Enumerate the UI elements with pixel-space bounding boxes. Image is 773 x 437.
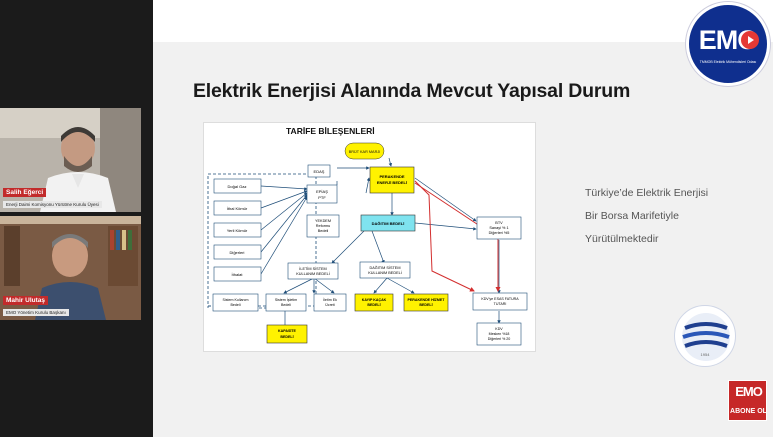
box-kapasite bbox=[266, 324, 308, 344]
box-kayip-kacak bbox=[354, 293, 394, 312]
participant-camera-1: Salih Eğerci Enerji Daimi Komisyonu Yürü… bbox=[0, 108, 141, 212]
svg-text:DAĞITIM SİSTEM: DAĞITIM SİSTEM bbox=[369, 265, 400, 270]
emo-seal-logo bbox=[674, 305, 736, 367]
box-dagitim-bedeli bbox=[360, 214, 416, 232]
svg-text:İthalat: İthalat bbox=[232, 272, 244, 277]
svg-text:Diğerleri % 20: Diğerleri % 20 bbox=[488, 337, 511, 341]
svg-text:PTF: PTF bbox=[318, 195, 326, 200]
box-iletim-ek bbox=[313, 293, 347, 312]
presentation-slide: Elektrik Enerjisi Alanında Mevcut Yapısa… bbox=[153, 0, 773, 437]
diagram-title: TARİFE BİLEŞENLERİ bbox=[286, 126, 375, 136]
svg-text:Bedeli: Bedeli bbox=[281, 303, 291, 307]
svg-text:Reformu: Reformu bbox=[316, 224, 331, 228]
svg-text:BEDELİ: BEDELİ bbox=[367, 303, 380, 307]
subscribe-label: ABONE OL bbox=[730, 408, 767, 415]
svg-text:BRÜT KAR MARJI: BRÜT KAR MARJI bbox=[349, 150, 381, 154]
participant-camera-2: Mahir Ulutaş EMO Yönetim Kurulu Başkanı bbox=[0, 216, 141, 320]
box-iletim-sistem bbox=[287, 262, 339, 280]
box-perakende-enerji bbox=[369, 166, 415, 194]
diagram-connectors bbox=[260, 157, 501, 325]
box-ithal-komur bbox=[213, 200, 262, 216]
svg-text:PERAKENDE HİZMET: PERAKENDE HİZMET bbox=[408, 298, 446, 302]
emo-logo: EMO TMMOB Elektrik Mühendisleri Odası bbox=[686, 2, 770, 86]
box-edas bbox=[307, 164, 331, 178]
box-digerleri bbox=[213, 244, 262, 260]
svg-text:ENERJİ BEDELİ: ENERJİ BEDELİ bbox=[377, 180, 407, 185]
tariff-diagram: TARİFE BİLEŞENLERİ bbox=[203, 122, 536, 352]
svg-text:KULLANIM BEDELİ: KULLANIM BEDELİ bbox=[296, 271, 330, 276]
side-text-line-3: Yürütülmektedir bbox=[585, 233, 659, 245]
seal-year: 1954 bbox=[700, 352, 710, 357]
participant-name-1: Salih Eğerci bbox=[3, 188, 47, 197]
box-dagitim-sistem bbox=[359, 261, 411, 279]
box-dogal-gaz bbox=[213, 178, 262, 194]
slide-header-band bbox=[153, 0, 773, 42]
svg-text:BEDELİ: BEDELİ bbox=[280, 335, 293, 339]
svg-text:TUTARI: TUTARI bbox=[494, 302, 507, 306]
svg-text:İletim Ek: İletim Ek bbox=[323, 297, 337, 302]
svg-text:Sistem Kullanım: Sistem Kullanım bbox=[223, 298, 249, 302]
svg-text:PERAKENDE: PERAKENDE bbox=[379, 174, 404, 179]
play-icon bbox=[741, 31, 759, 49]
svg-text:DAĞITIM BEDELİ: DAĞITIM BEDELİ bbox=[372, 221, 405, 226]
svg-text:KAPASİTE: KAPASİTE bbox=[278, 329, 297, 333]
box-perakende-hizmet bbox=[403, 293, 449, 312]
svg-text:BTV: BTV bbox=[495, 221, 503, 225]
tariff-diagram-svg: TARİFE BİLEŞENLERİ bbox=[207, 126, 528, 346]
box-brut-kar-marji bbox=[344, 142, 385, 160]
svg-text:KDV'ye ESAS FATURA: KDV'ye ESAS FATURA bbox=[481, 297, 519, 301]
svg-text:Sanayi % 1: Sanayi % 1 bbox=[489, 226, 508, 230]
participant-role-2: EMO Yönetim Kurulu Başkanı bbox=[3, 309, 69, 316]
box-yerli-komur bbox=[213, 222, 262, 238]
box-yekdem bbox=[306, 214, 340, 238]
svg-text:EPİAŞ: EPİAŞ bbox=[316, 189, 328, 194]
participant-name-2: Mahir Ulutaş bbox=[3, 296, 49, 305]
svg-text:KDV: KDV bbox=[495, 327, 503, 331]
seal-graphic bbox=[682, 313, 730, 361]
subscribe-button[interactable]: EMO ABONE OL bbox=[728, 380, 767, 421]
side-text-line-1: Türkiye’de Elektrik Enerjisi bbox=[585, 187, 709, 199]
subscribe-logo-text: EMO bbox=[735, 384, 763, 399]
box-ithalat bbox=[213, 266, 262, 282]
box-kdv bbox=[476, 322, 522, 346]
box-kdv-esas bbox=[472, 292, 528, 311]
logo-subtitle: TMMOB Elektrik Mühendisleri Odası bbox=[699, 60, 757, 64]
svg-text:Sistem İşletim: Sistem İşletim bbox=[275, 297, 297, 302]
svg-text:Doğal Gaz: Doğal Gaz bbox=[228, 184, 247, 189]
svg-text:Bedeli: Bedeli bbox=[231, 303, 241, 307]
svg-text:KULLANIM BEDELİ: KULLANIM BEDELİ bbox=[368, 270, 402, 275]
box-sistem-isletim bbox=[265, 293, 307, 312]
svg-text:İthal Kömür: İthal Kömür bbox=[227, 206, 248, 211]
svg-text:BEDELİ: BEDELİ bbox=[419, 303, 432, 307]
side-text-line-2: Bir Borsa Marifetiyle bbox=[585, 210, 679, 222]
box-sistem-kullanim bbox=[212, 293, 259, 312]
svg-text:KAYIP KAÇAK: KAYIP KAÇAK bbox=[362, 298, 387, 302]
svg-text:Diğerleri: Diğerleri bbox=[230, 250, 245, 255]
svg-text:Diğerleri %5: Diğerleri %5 bbox=[489, 231, 510, 235]
svg-text:YEKDEM: YEKDEM bbox=[315, 219, 331, 223]
svg-text:Ücreti: Ücreti bbox=[325, 303, 335, 307]
svg-text:Yerli Kömür: Yerli Kömür bbox=[227, 228, 248, 233]
participant-role-1: Enerji Daimi Komisyonu Yürütme Kurulu Üy… bbox=[3, 201, 102, 208]
svg-text:EDAŞ: EDAŞ bbox=[314, 169, 325, 174]
slide-title: Elektrik Enerjisi Alanında Mevcut Yapısa… bbox=[193, 80, 631, 102]
box-btv bbox=[476, 216, 522, 240]
svg-text:İLETİM SİSTEM: İLETİM SİSTEM bbox=[299, 266, 326, 271]
box-epias-ptf bbox=[306, 184, 338, 204]
svg-text:Mesken %18: Mesken %18 bbox=[489, 332, 510, 336]
svg-text:Bedeli: Bedeli bbox=[318, 229, 329, 233]
